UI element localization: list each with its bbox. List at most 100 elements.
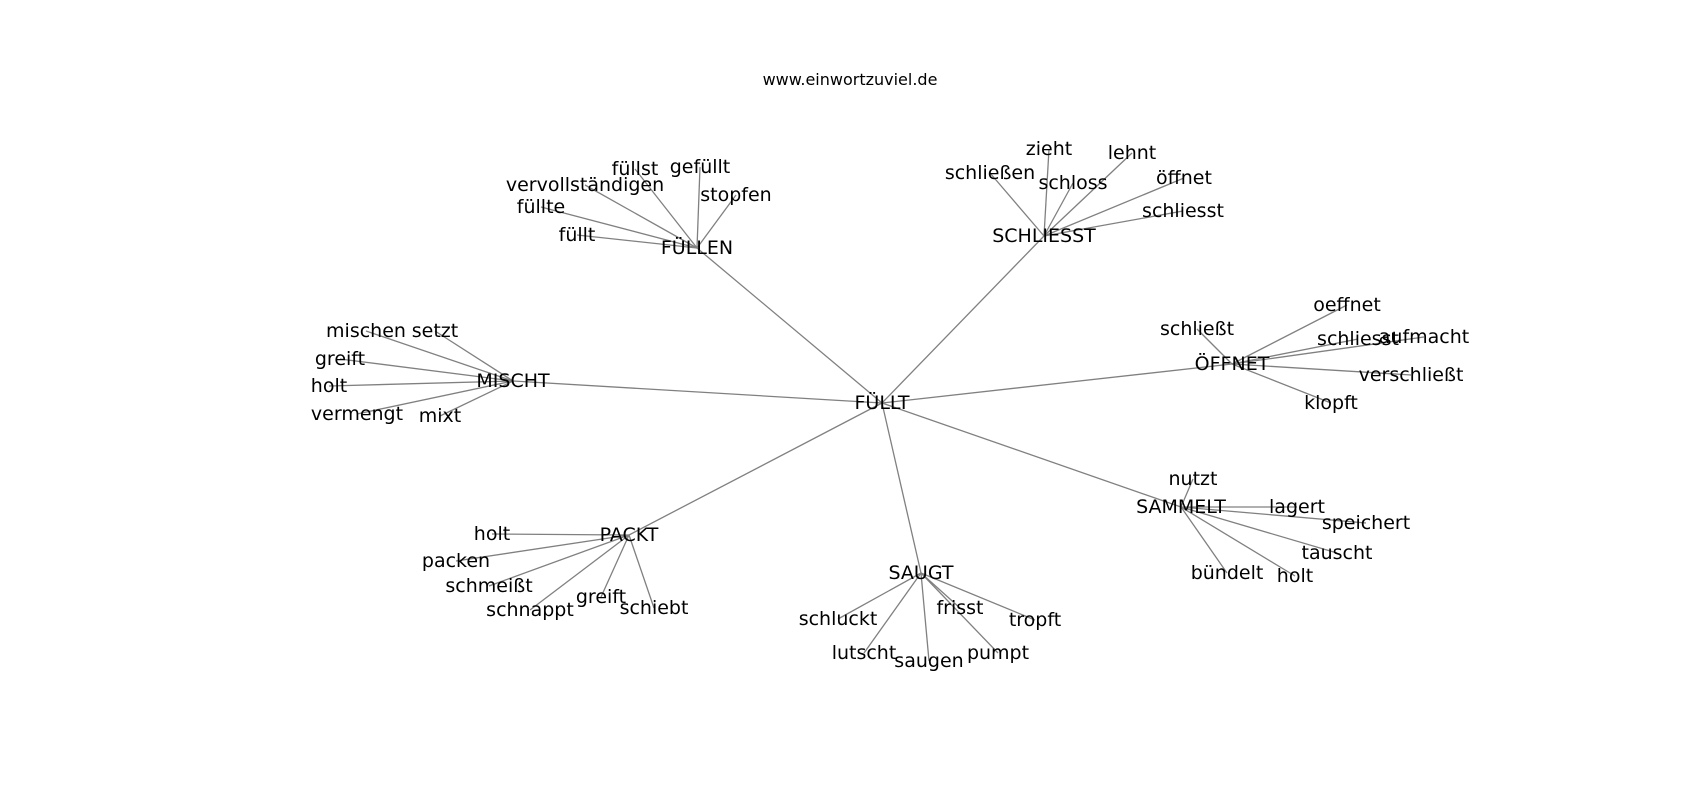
leaf-node-tauscht: tauscht: [1302, 542, 1373, 564]
edge-packt-schiebt: [628, 534, 655, 609]
edge-center-saugt: [881, 402, 922, 574]
leaf-node-schliesst: schliesst: [1317, 328, 1399, 350]
edge-fuellen-fuellst: [634, 168, 698, 249]
edge-mischt-setzt: [434, 330, 514, 382]
center-node-fuellt: FÜLLT: [855, 391, 910, 414]
hub-node-schliesst: SCHLIESST: [992, 225, 1096, 247]
leaf-node-buendelt: bündelt: [1191, 562, 1264, 584]
edge-mischt-greift: [339, 358, 514, 382]
edge-fuellen-fuellt: [576, 234, 698, 249]
edge-schliesst-lehnt: [1043, 152, 1133, 237]
edge-center-oeffnet: [881, 363, 1233, 404]
edge-fuellen-fuellte: [540, 206, 698, 249]
edge-fuellen-stopfen: [696, 194, 737, 249]
leaf-node-saugen: saugen: [894, 650, 963, 672]
edge-mischt-mischen: [365, 330, 514, 382]
edge-sammelt-speichert: [1180, 506, 1367, 524]
edge-packt-schmeisst: [488, 534, 630, 587]
edge-mischt-mixt: [439, 380, 514, 417]
leaf-node-setzt: setzt: [412, 320, 458, 342]
edge-packt-schnappt: [529, 534, 630, 611]
leaf-node-holt: holt: [474, 523, 510, 545]
leaf-node-klopft: klopft: [1304, 392, 1358, 414]
leaf-node-zieht: zieht: [1026, 138, 1072, 160]
edge-schliesst-oeffnet: [1043, 177, 1185, 237]
leaf-node-schliesst: schließt: [1160, 318, 1234, 340]
leaf-node-schiebt: schiebt: [620, 597, 689, 619]
leaf-node-vermengt: vermengt: [311, 403, 403, 425]
edge-schliesst-schloss: [1043, 182, 1074, 237]
hub-node-mischt: MISCHT: [476, 370, 550, 392]
leaf-node-verschliesst: verschließt: [1359, 364, 1464, 386]
edge-oeffnet-verschliesst: [1231, 363, 1412, 376]
edge-saugt-pumpt: [920, 572, 999, 654]
edge-center-fuellen: [696, 247, 883, 404]
leaf-node-schluckt: schluckt: [799, 608, 878, 630]
edge-oeffnet-oeffnet: [1231, 304, 1348, 365]
leaf-node-lagert: lagert: [1269, 496, 1325, 518]
leaf-node-tropft: tropft: [1009, 609, 1061, 631]
leaf-node-mixt: mixt: [419, 405, 461, 427]
leaf-node-aufmacht: aufmacht: [1379, 326, 1469, 348]
hub-node-oeffnet: ÖFFNET: [1195, 352, 1270, 375]
edge-sammelt-holt: [1180, 506, 1296, 577]
site-url-title: www.einwortzuviel.de: [762, 70, 938, 89]
edge-oeffnet-klopft: [1231, 363, 1332, 404]
leaf-node-oeffnet: öffnet: [1156, 167, 1212, 189]
leaf-node-lehnt: lehnt: [1108, 142, 1157, 164]
edge-center-schliesst: [881, 235, 1045, 404]
leaf-node-fuellte: füllte: [517, 196, 565, 218]
leaf-node-schnappt: schnappt: [486, 599, 574, 621]
leaf-node-frisst: frisst: [936, 597, 983, 619]
edge-schliesst-zieht: [1043, 148, 1050, 237]
edge-fuellen-gefuellt: [696, 166, 701, 249]
leaf-node-fuellst: füllst: [612, 158, 659, 180]
edge-saugt-tropft: [920, 572, 1036, 621]
hub-node-saugt: SAUGT: [889, 562, 954, 584]
leaf-node-speichert: speichert: [1322, 512, 1410, 534]
leaf-node-schliesst: schliesst: [1142, 200, 1224, 222]
edge-center-packt: [628, 402, 883, 536]
leaf-node-packen: packen: [422, 550, 490, 572]
edge-schliesst-schliessen: [989, 172, 1045, 237]
leaf-node-schmeisst: schmeißt: [445, 575, 532, 597]
edge-packt-greift: [600, 534, 630, 598]
edge-fuellen-vervollstaendigen: [584, 184, 698, 249]
leaf-node-fuellt: füllt: [559, 224, 596, 246]
edge-packt-holt: [491, 533, 630, 536]
leaf-node-pumpt: pumpt: [967, 642, 1029, 664]
leaf-node-stopfen: stopfen: [700, 184, 771, 206]
edge-sammelt-tauscht: [1180, 506, 1338, 554]
edge-saugt-saugen: [920, 572, 930, 662]
edge-center-sammelt: [881, 402, 1182, 508]
edge-schliesst-schliesst: [1043, 210, 1184, 237]
edge-packt-packen: [455, 534, 630, 562]
graph-edges: [328, 148, 1425, 662]
leaf-node-greift: greift: [315, 348, 365, 370]
edge-oeffnet-schliesst: [1231, 338, 1359, 365]
edge-oeffnet-schliesst: [1196, 328, 1233, 365]
leaf-node-schliessen: schließen: [945, 162, 1035, 184]
hub-node-sammelt: SAMMELT: [1136, 496, 1226, 518]
edge-center-mischt: [512, 380, 883, 404]
leaf-node-vervollstaendigen: vervollständigen: [506, 174, 664, 196]
edge-mischt-vermengt: [356, 380, 514, 415]
leaf-node-greift: greift: [576, 586, 626, 608]
edge-mischt-holt: [328, 380, 514, 387]
graph-labels: FÜLLT FÜLLEN füllst gefüllt vervollständigen…: [311, 138, 1469, 672]
hub-node-fuellen: FÜLLEN: [661, 236, 733, 259]
edge-sammelt-nutzt: [1180, 478, 1194, 508]
edge-saugt-lutscht: [863, 572, 922, 654]
leaf-node-nutzt: nutzt: [1169, 468, 1218, 490]
leaf-node-lutscht: lutscht: [832, 642, 897, 664]
leaf-node-oeffnet: oeffnet: [1313, 294, 1381, 316]
edge-saugt-schluckt: [837, 572, 922, 620]
leaf-node-holt: holt: [1277, 565, 1313, 587]
leaf-node-gefuellt: gefüllt: [670, 156, 731, 178]
hub-node-packt: PACKT: [600, 524, 659, 546]
leaf-node-schloss: schloss: [1038, 172, 1107, 194]
leaf-node-mischen: mischen: [326, 320, 406, 342]
edge-sammelt-buendelt: [1180, 506, 1228, 574]
edge-oeffnet-aufmacht: [1231, 336, 1425, 365]
